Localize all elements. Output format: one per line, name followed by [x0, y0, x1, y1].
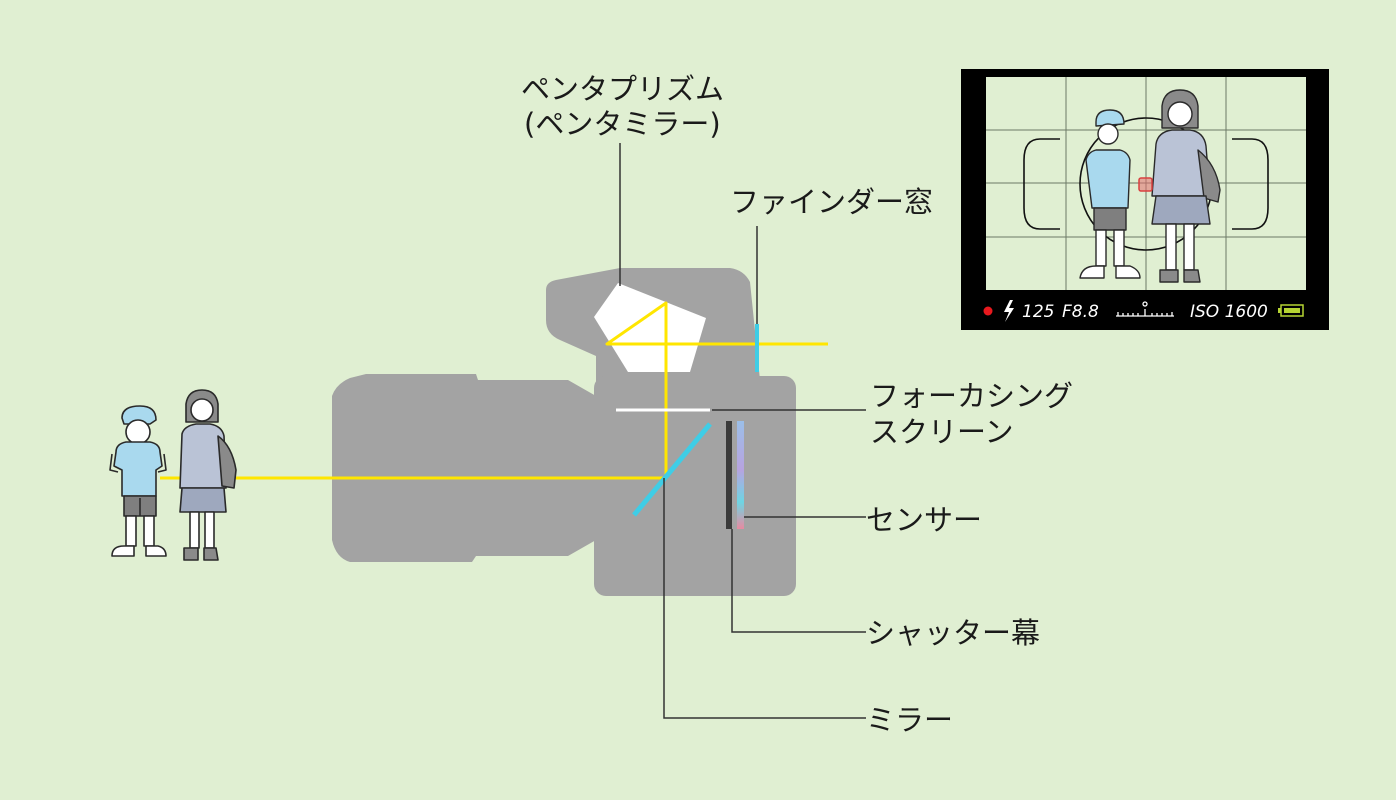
label-finder-window: ファインダー窓 — [730, 185, 933, 219]
label-focusing-screen-1: フォーカシング — [870, 379, 1073, 413]
battery-icon — [1278, 304, 1304, 317]
flash-bolt-icon — [1004, 300, 1014, 322]
exposure-scale-icon — [1116, 301, 1174, 317]
lens — [332, 374, 596, 562]
viewfinder-display: 125 F8.8 ISO 1600 — [961, 69, 1329, 330]
vf-shutter-speed: 125 — [1022, 302, 1054, 322]
label-sensor: センサー — [866, 503, 982, 537]
label-mirror: ミラー — [866, 703, 953, 737]
girl-figure — [179, 389, 237, 561]
light-ray-main — [236, 301, 828, 480]
vf-iso: ISO 1600 — [1190, 302, 1268, 322]
viewfinder-subjects — [1079, 89, 1221, 283]
subject-students — [109, 389, 237, 561]
pentaprism — [594, 283, 706, 372]
record-indicator-icon — [983, 306, 993, 316]
mirror — [632, 422, 712, 517]
label-focusing-screen-2: スクリーン — [870, 415, 1014, 449]
vf-aperture: F8.8 — [1062, 302, 1099, 322]
camera-main-body — [594, 376, 796, 596]
active-focus-point — [1138, 177, 1153, 192]
label-pentaprism: ペンタプリズム — [521, 72, 724, 106]
label-pentamirror: (ペンタミラー) — [524, 107, 721, 141]
image-sensor — [737, 421, 744, 529]
label-shutter-curtain: シャッター幕 — [866, 616, 1040, 650]
leader-lines — [619, 143, 866, 719]
shutter-curtain — [726, 421, 732, 529]
boy-figure — [109, 405, 167, 557]
camera-body — [332, 268, 796, 596]
